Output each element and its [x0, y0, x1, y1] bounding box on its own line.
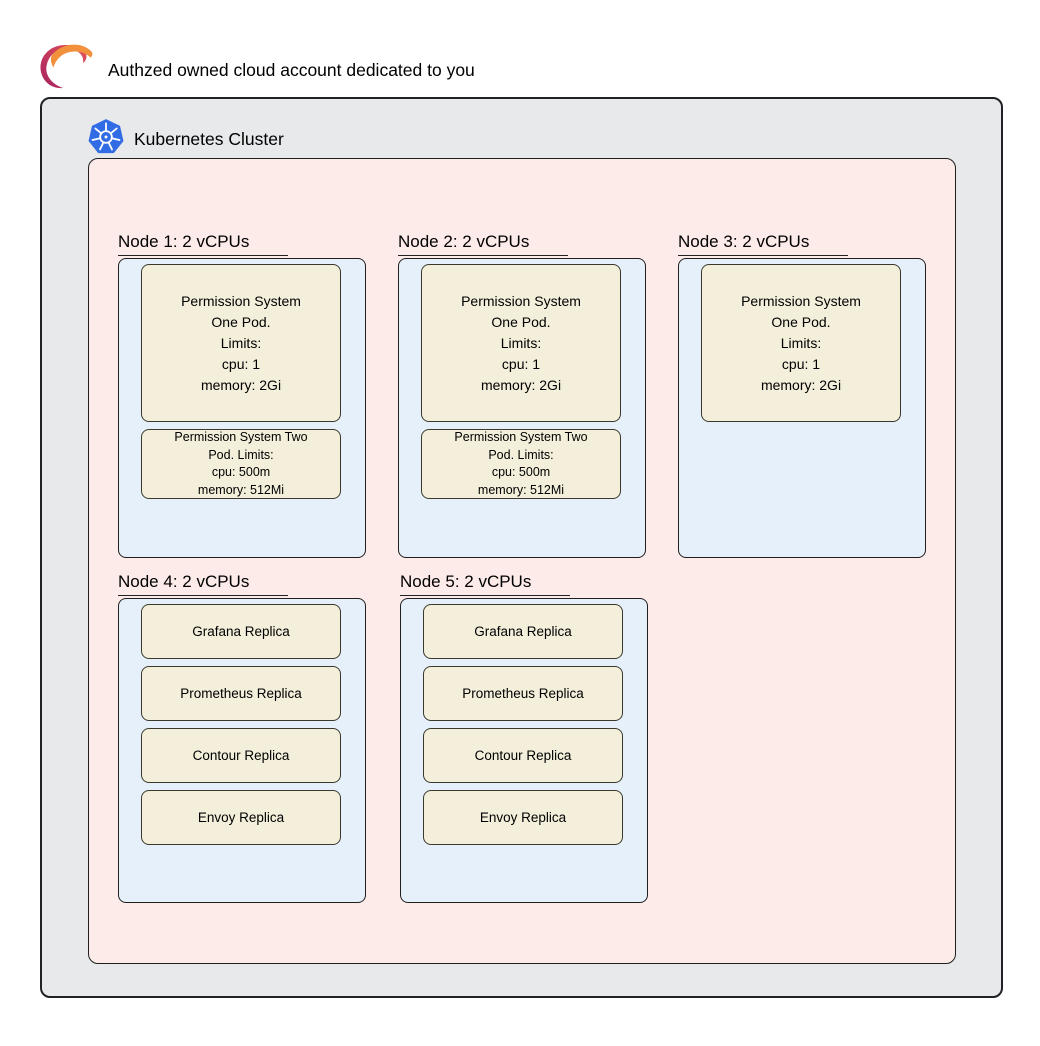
node-3-box: Permission System One Pod. Limits: cpu: …	[678, 258, 926, 558]
node-5-box: Grafana Replica Prometheus Replica Conto…	[400, 598, 648, 903]
pod-contour-replica: Contour Replica	[141, 728, 341, 783]
page-title: Authzed owned cloud account dedicated to…	[108, 60, 475, 80]
pod-permission-system-two: Permission System Two Pod. Limits: cpu: …	[141, 429, 341, 499]
node-4-label: Node 4: 2 vCPUs	[118, 572, 288, 596]
node-2-label: Node 2: 2 vCPUs	[398, 232, 568, 256]
pod-permission-system-one: Permission System One Pod. Limits: cpu: …	[141, 264, 341, 422]
node-2-box: Permission System One Pod. Limits: cpu: …	[398, 258, 646, 558]
pod-envoy-replica: Envoy Replica	[423, 790, 623, 845]
node-1-box: Permission System One Pod. Limits: cpu: …	[118, 258, 366, 558]
pod-contour-replica: Contour Replica	[423, 728, 623, 783]
pod-prometheus-replica: Prometheus Replica	[423, 666, 623, 721]
pod-grafana-replica: Grafana Replica	[141, 604, 341, 659]
pod-permission-system-one: Permission System One Pod. Limits: cpu: …	[421, 264, 621, 422]
node-1-label: Node 1: 2 vCPUs	[118, 232, 288, 256]
kubernetes-helm-wheel	[91, 122, 121, 151]
authzed-logo-icon	[40, 44, 93, 89]
authzed-logo-swoosh	[50, 44, 93, 68]
pod-prometheus-replica: Prometheus Replica	[141, 666, 341, 721]
node-4-box: Grafana Replica Prometheus Replica Conto…	[118, 598, 366, 903]
kubernetes-cluster-label: Kubernetes Cluster	[134, 129, 284, 149]
kubernetes-icon	[88, 119, 124, 154]
node-5-label: Node 5: 2 vCPUs	[400, 572, 570, 596]
pod-envoy-replica: Envoy Replica	[141, 790, 341, 845]
pod-permission-system-one: Permission System One Pod. Limits: cpu: …	[701, 264, 901, 422]
pod-grafana-replica: Grafana Replica	[423, 604, 623, 659]
node-3-label: Node 3: 2 vCPUs	[678, 232, 848, 256]
pod-permission-system-two: Permission System Two Pod. Limits: cpu: …	[421, 429, 621, 499]
